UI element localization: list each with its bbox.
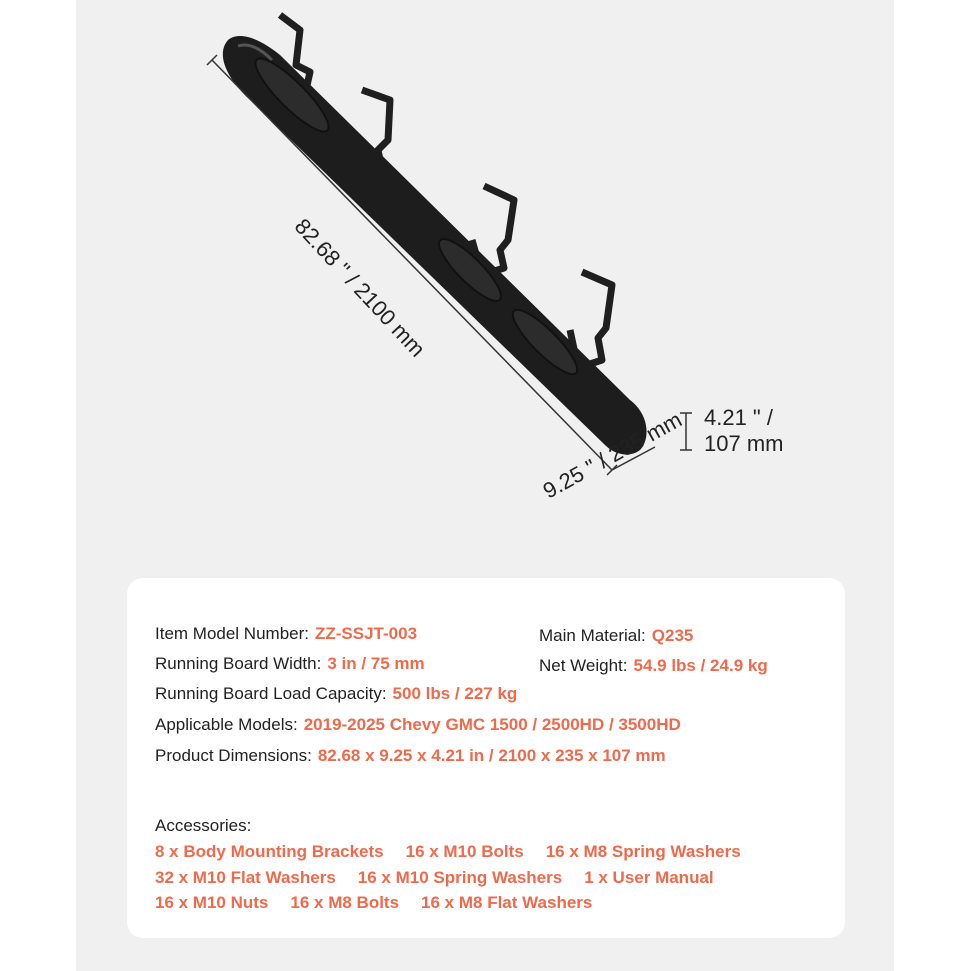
- accessory-item: 16 x M10 Bolts: [405, 842, 524, 861]
- running-board-illustration: [206, 12, 692, 476]
- spec-net-weight: Net Weight: 54.9 lbs / 24.9 kg: [539, 656, 768, 676]
- dimension-lines: [206, 54, 692, 476]
- accessory-item: 16 x M8 Flat Washers: [421, 893, 593, 912]
- spec-value: 3 in / 75 mm: [327, 654, 425, 673]
- spec-label: Running Board Load Capacity:: [155, 684, 387, 703]
- spec-load-capacity: Running Board Load Capacity: 500 lbs / 22…: [155, 684, 517, 704]
- spec-label: Running Board Width:: [155, 654, 322, 673]
- height-dimension-line1: 4.21 " /: [704, 405, 773, 430]
- spec-label: Applicable Models:: [155, 715, 298, 734]
- spec-label: Item Model Number:: [155, 624, 309, 643]
- accessory-item: 8 x Body Mounting Brackets: [155, 842, 384, 861]
- spec-value: Q235: [651, 626, 694, 645]
- accessories-row-1: 8 x Body Mounting Brackets 16 x M10 Bolts…: [155, 842, 763, 862]
- accessories-row-3: 16 x M10 Nuts 16 x M8 Bolts 16 x M8 Flat W…: [155, 893, 614, 913]
- step-pad-3: [511, 308, 579, 376]
- height-dimension-line2: 107 mm: [704, 431, 784, 456]
- accessory-item: 16 x M10 Spring Washers: [357, 868, 563, 887]
- tube-highlight: [237, 43, 274, 62]
- accessory-item: 16 x M8 Spring Washers: [545, 842, 741, 861]
- spec-label: Net Weight:: [539, 656, 628, 675]
- spec-applicable-models: Applicable Models: 2019-2025 Chevy GMC 15…: [155, 715, 681, 735]
- width-dimension-line: [611, 446, 656, 471]
- accessory-item: 16 x M8 Bolts: [290, 893, 400, 912]
- spec-board-width: Running Board Width: 3 in / 75 mm: [155, 654, 425, 674]
- mounting-brackets: [268, 12, 616, 372]
- spec-label: Main Material:: [539, 626, 646, 645]
- step-pads: [254, 57, 579, 376]
- spec-value: 54.9 lbs / 24.9 kg: [633, 656, 768, 675]
- spec-value: ZZ-SSJT-003: [315, 624, 418, 643]
- accessory-item: 32 x M10 Flat Washers: [155, 868, 336, 887]
- specifications-card: Item Model Number: ZZ-SSJT-003 Main Mater…: [127, 578, 845, 938]
- accessories-row-2: 32 x M10 Flat Washers 16 x M10 Spring Was…: [155, 868, 736, 888]
- spec-value: 82.68 x 9.25 x 4.21 in / 2100 x 235 x 10…: [317, 746, 666, 765]
- spec-label: Product Dimensions:: [155, 746, 312, 765]
- spec-model-number: Item Model Number: ZZ-SSJT-003: [155, 624, 417, 644]
- step-pad-1: [254, 57, 330, 133]
- spec-main-material: Main Material: Q235: [539, 626, 693, 646]
- length-dimension-line: [211, 59, 613, 471]
- spec-value: 500 lbs / 227 kg: [392, 684, 518, 703]
- height-dimension-label: 4.21 " / 107 mm: [704, 405, 783, 457]
- accessories-title: Accessories:: [155, 816, 252, 835]
- accessory-item: 16 x M10 Nuts: [155, 893, 269, 912]
- spec-product-dimensions: Product Dimensions: 82.68 x 9.25 x 4.21 i…: [155, 746, 666, 766]
- step-pad-2: [438, 238, 502, 302]
- spec-value: 2019-2025 Chevy GMC 1500 / 2500HD / 3500…: [303, 715, 681, 734]
- accessory-item: 1 x User Manual: [584, 868, 714, 887]
